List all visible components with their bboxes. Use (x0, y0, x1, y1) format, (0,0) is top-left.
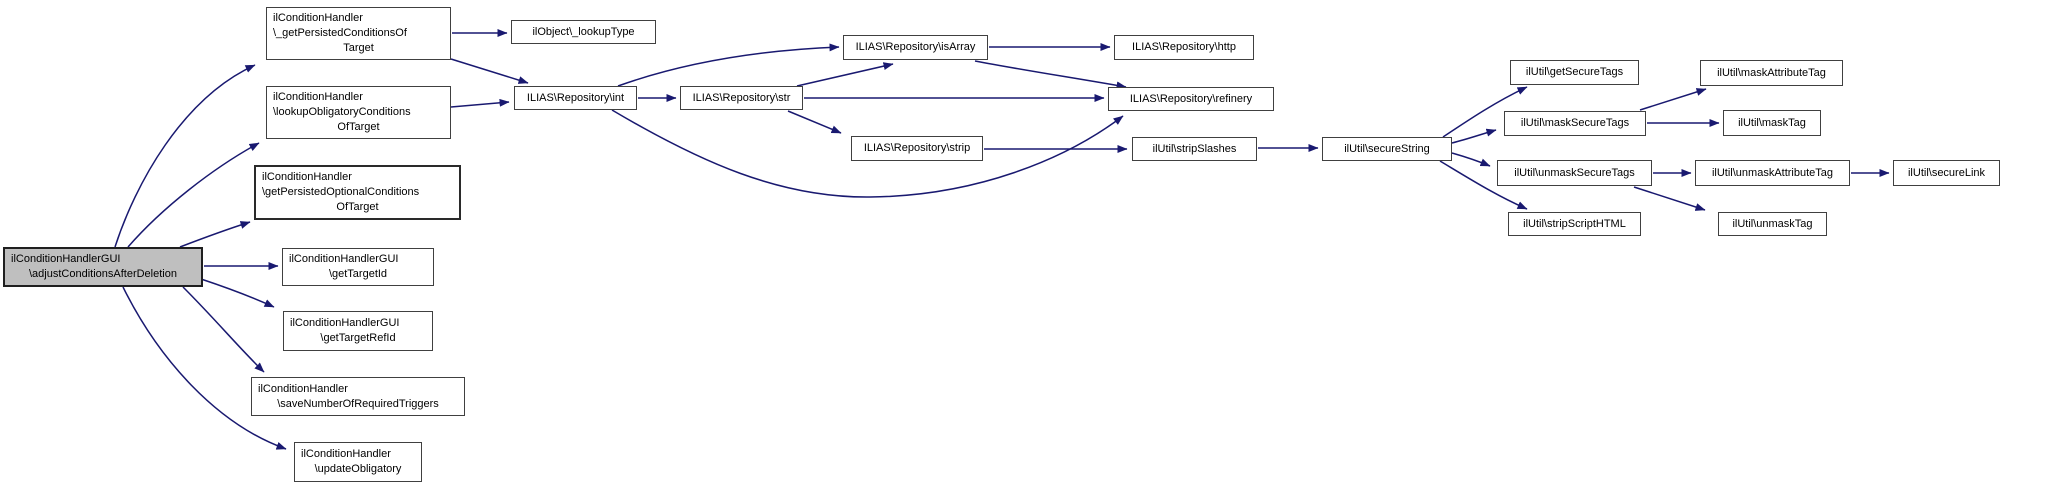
node-mask-tag[interactable]: ilUtil\maskTag (1723, 110, 1821, 136)
edge-root-get-persisted-conditions (114, 64, 256, 248)
node-get-target-ref-id[interactable]: ilConditionHandlerGUI\getTargetRefId (283, 311, 433, 351)
node-strip-slashes[interactable]: ilUtil\stripSlashes (1132, 137, 1257, 161)
node-repository-refinery[interactable]: ILIAS\Repository\refinery (1108, 87, 1274, 111)
node-get-secure-tags[interactable]: ilUtil\getSecureTags (1510, 60, 1639, 85)
node-lookup-obligatory-conditions-of-target[interactable]: ilConditionHandler\lookupObligatoryCondi… (266, 86, 451, 139)
node-get-persisted-conditions-of-target[interactable]: ilConditionHandler\_getPersistedConditio… (266, 7, 451, 60)
edge-is-array-refinery (974, 60, 1127, 90)
edge-int-is-array (617, 43, 840, 87)
node-mask-attribute-tag[interactable]: ilUtil\maskAttributeTag (1700, 60, 1843, 86)
node-mask-secure-tags[interactable]: ilUtil\maskSecureTags (1504, 111, 1646, 136)
node-get-persisted-optional-conditions-of-target[interactable]: ilConditionHandler\getPersistedOptionalC… (254, 165, 461, 220)
edge-secure-string-strip-script-html (1439, 160, 1528, 210)
node-update-obligatory[interactable]: ilConditionHandler\updateObligatory (294, 442, 422, 482)
node-unmask-secure-tags[interactable]: ilUtil\unmaskSecureTags (1497, 160, 1652, 186)
edge-int-refinery (611, 109, 1124, 198)
edge-root-update-obligatory (122, 286, 287, 450)
edge-str-strip (787, 110, 842, 134)
node-repository-strip[interactable]: ILIAS\Repository\strip (851, 136, 983, 161)
node-strip-script-html[interactable]: ilUtil\stripScriptHTML (1508, 212, 1641, 236)
edge-secure-string-unmask-secure-tags (1451, 152, 1491, 167)
node-get-target-id[interactable]: ilConditionHandlerGUI\getTargetId (282, 248, 434, 286)
node-repository-is-array[interactable]: ILIAS\Repository\isArray (843, 35, 988, 60)
edge-root-save-number-of-required-triggers (182, 286, 265, 373)
edge-lookup-obligatory-repository-int (450, 98, 510, 108)
edge-unmask-secure-tags-unmask-tag (1633, 186, 1706, 211)
node-lookup-type[interactable]: ilObject\_lookupType (511, 20, 656, 44)
edge-root-lookup-obligatory (127, 142, 260, 248)
edge-secure-string-get-secure-tags (1442, 86, 1528, 138)
edge-str-is-array (796, 62, 894, 87)
node-save-number-of-required-triggers[interactable]: ilConditionHandler\saveNumberOfRequiredT… (251, 377, 465, 416)
node-repository-int[interactable]: ILIAS\Repository\int (514, 86, 637, 110)
node-secure-string[interactable]: ilUtil\secureString (1322, 137, 1452, 161)
edge-mask-secure-tags-mask-attribute-tag (1639, 88, 1707, 111)
edge-secure-string-mask-secure-tags (1451, 128, 1497, 144)
edge-root-get-persisted-optional (179, 221, 251, 248)
node-adjust-conditions-after-deletion: ilConditionHandlerGUI\adjustConditionsAf… (3, 247, 203, 287)
node-secure-link[interactable]: ilUtil\secureLink (1893, 160, 2000, 186)
node-unmask-tag[interactable]: ilUtil\unmaskTag (1718, 212, 1827, 236)
node-unmask-attribute-tag[interactable]: ilUtil\unmaskAttributeTag (1695, 160, 1850, 186)
edge-root-get-target-ref-id (200, 278, 275, 308)
node-repository-http[interactable]: ILIAS\Repository\http (1114, 35, 1254, 60)
edge-get-persisted-repository-int (450, 58, 529, 84)
node-repository-str[interactable]: ILIAS\Repository\str (680, 86, 803, 110)
